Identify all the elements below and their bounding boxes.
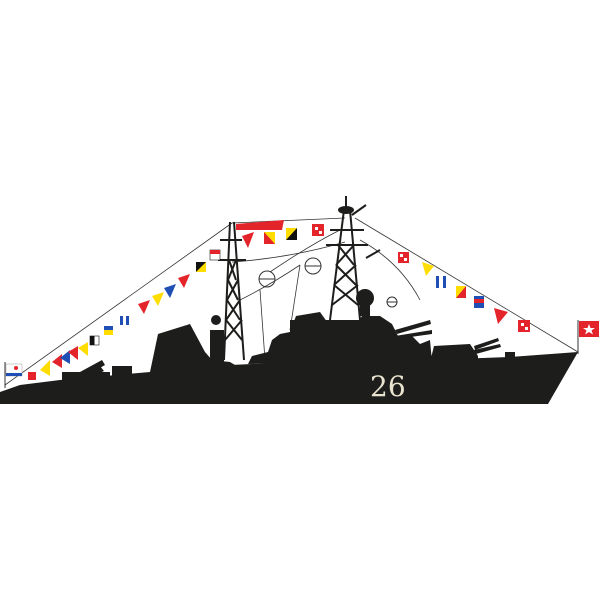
- forward-gun-barrel: [474, 344, 501, 354]
- hull: [0, 352, 578, 404]
- signal-flags-aft: [28, 249, 221, 380]
- mast-top-radar: [338, 206, 354, 214]
- jack-flag: [577, 320, 599, 354]
- signal-flags-top: [236, 220, 324, 248]
- signal-flags-forward: [398, 252, 530, 332]
- mid-gun-barrel-2: [395, 330, 432, 339]
- aft-deckhouse-2: [112, 366, 132, 386]
- aft-radar-dome: [211, 315, 221, 325]
- bow-fitting: [505, 352, 515, 358]
- forward-turret: [430, 344, 478, 362]
- hull-number: 26: [370, 370, 406, 403]
- bridge-block: [290, 320, 360, 364]
- aft-launcher-2: [80, 360, 105, 377]
- ship-silhouette: [0, 289, 578, 404]
- aft-mast: [218, 221, 246, 361]
- aft-deckhouse: [62, 372, 110, 386]
- forward-gun-barrel-2: [474, 338, 499, 350]
- antenna-spheres: [258, 257, 398, 308]
- aft-stack: [210, 330, 224, 364]
- naval-ensign: [4, 362, 23, 388]
- aft-superstructure: [150, 324, 240, 380]
- forward-mast: [326, 196, 381, 321]
- mid-gun-barrel: [395, 320, 431, 334]
